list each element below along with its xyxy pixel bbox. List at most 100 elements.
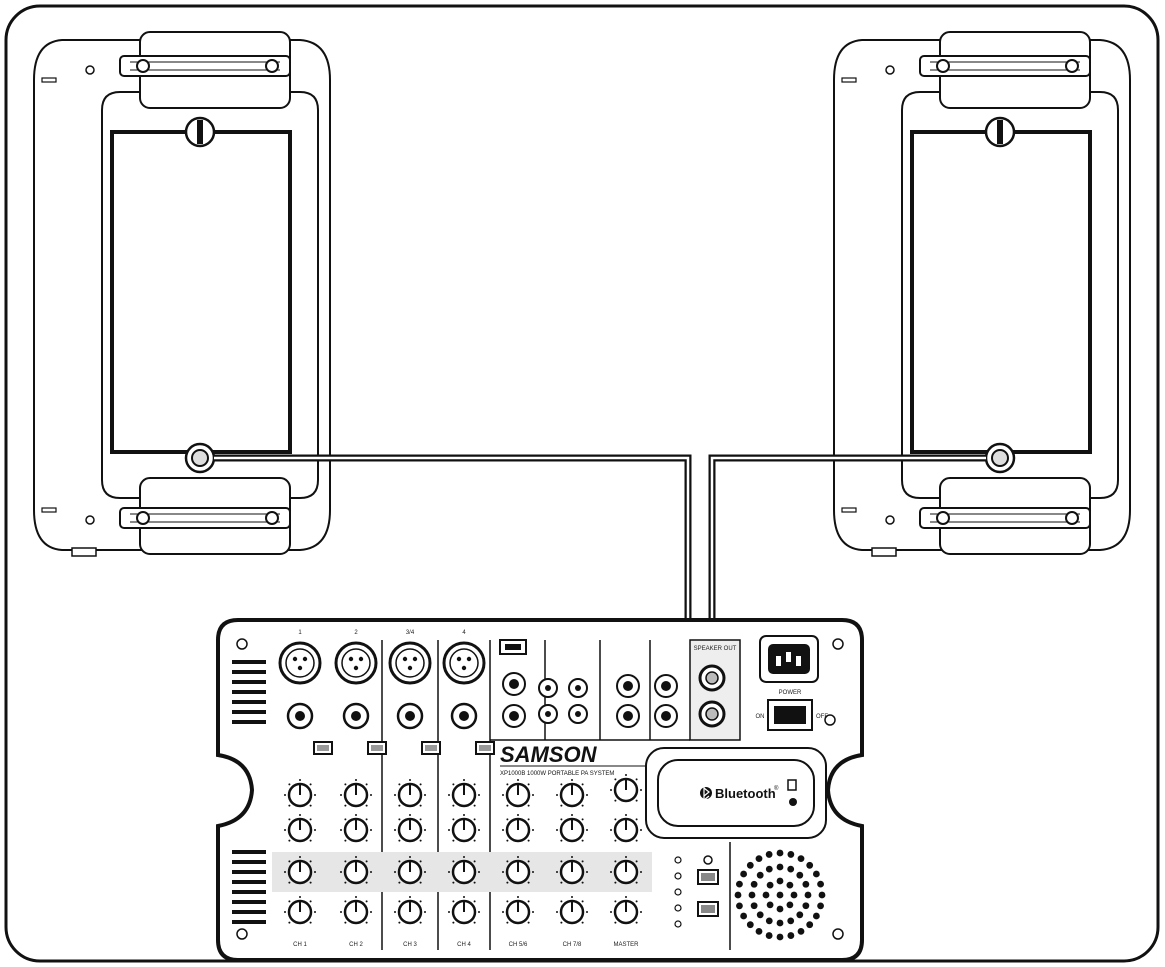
channel-1-label: 1 [298,630,302,636]
vent-slots-left [232,660,266,924]
knob-tick [365,839,368,842]
knob-tick [452,839,455,842]
knob-tick [452,921,455,924]
knob-tick [527,818,530,821]
knob-tick [586,794,588,796]
knob-tick [473,804,476,807]
knob-tick [314,911,316,913]
knob-tick [452,818,455,821]
knob-tick [365,818,368,821]
channel-switch-cap [317,745,329,751]
xlr-input-ring [285,648,315,678]
channel-switch-cap [425,745,437,751]
knob-tick [478,794,480,796]
knob-tick [409,856,411,858]
fan-hole [755,855,763,863]
limiter-led [674,920,682,928]
screw-icon [236,928,248,940]
knob-tick [398,804,401,807]
xlr-pin [466,656,472,662]
knob-tick [640,911,642,913]
knob-tick [398,839,401,842]
fan-hole [750,880,758,888]
knob-tick [560,783,563,786]
bluetooth-registered-mark: ® [774,785,779,792]
knob-tick [571,896,573,898]
knob-tick [502,794,504,796]
fan-hole [740,870,748,878]
knob-tick [288,860,291,863]
knob-tick [560,900,563,903]
channel-3-label: 3/4 [406,630,415,636]
knob-tick [419,900,422,903]
knob-tick [506,804,509,807]
fan-hole [762,891,770,899]
knob-tick [635,778,638,781]
xlr-pin [297,665,303,671]
knob-tick [314,871,316,873]
knob-tick [581,921,584,924]
knob-tick [288,804,291,807]
knob-tick [532,829,534,831]
knob-tick [610,829,612,831]
knob-tick [635,818,638,821]
ch1-label: CH 1 [293,942,307,948]
brand-subtitle: XP1000B 1000W PORTABLE PA SYSTEM [500,771,614,777]
fan-hole [765,851,773,858]
knob-tick [344,860,347,863]
fan-hole [802,902,810,910]
knob-tick [394,911,396,913]
knob-tick [640,871,642,873]
knob-tick [398,900,401,903]
knob-tick [288,900,291,903]
knob-tick [506,921,509,924]
knob-tick [635,921,638,924]
knob-tick [419,839,422,842]
knob-tick [614,799,617,802]
knob-tick [506,881,509,884]
knob-tick [571,856,573,858]
knob-tick [517,856,519,858]
knob-tick [473,818,476,821]
line-input-jack-hole [295,711,305,721]
knob-tick [398,818,401,821]
knob-tick [527,783,530,786]
knob-tick [452,804,455,807]
bluetooth-pair-button[interactable] [787,779,797,791]
knob-tick [409,779,411,781]
knob-tick [635,860,638,863]
knob-tick [614,818,617,821]
ch7-8-label: CH 7/8 [563,942,582,948]
knob-tick [284,911,286,913]
knob-tick [424,871,426,873]
speaker-right [833,31,1131,557]
knob-tick [502,871,504,873]
knob-tick [452,900,455,903]
limiter-led [674,872,682,880]
screw-icon [824,714,836,726]
fan-hole [802,880,810,888]
fan-hole [765,865,773,873]
xlr-pin [407,665,413,671]
knob-tick [527,804,530,807]
screw-icon [1065,511,1079,525]
vent-slot [232,710,266,714]
knob-tick [560,860,563,863]
channel-switch-cap [479,745,491,751]
xlr-pin [461,665,467,671]
knob-tick [284,829,286,831]
knob-tick [556,829,558,831]
fan-hole [804,891,812,899]
fan-hole [776,905,784,913]
fan-hole [750,902,758,910]
knob-tick [560,881,563,884]
knob-tick [309,804,312,807]
knob-tick [640,829,642,831]
power-label: POWER [779,690,802,696]
knob-tick [625,814,627,816]
knob-tick [586,911,588,913]
knob-tick [355,814,357,816]
xlr-pin [456,656,462,662]
knob-tick [581,900,584,903]
fan-hole [787,851,795,858]
